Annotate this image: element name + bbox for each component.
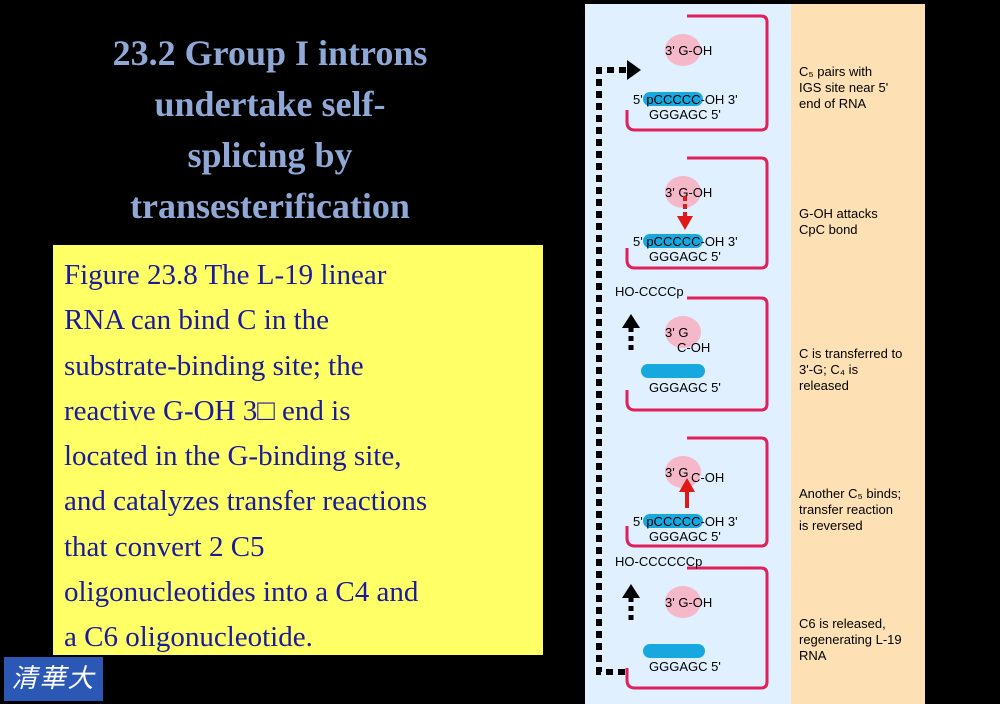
title-line: undertake self- <box>154 84 386 124</box>
step-note-line: released <box>799 378 849 393</box>
caption-line: located in the G-binding site, <box>64 440 402 473</box>
g-site-label: 3' G <box>665 325 688 340</box>
title-line: 23.2 Group I introns <box>112 33 428 73</box>
rna-loop <box>625 436 769 548</box>
substrate-bar <box>643 92 703 106</box>
university-logo: 清華大學 <box>4 657 103 701</box>
caption-line: and catalyzes transfer reactions <box>64 485 428 518</box>
step-note-line: C₅ pairs with <box>799 64 872 79</box>
substrate-bar <box>643 644 705 658</box>
step-note-line: G-OH attacks <box>799 206 878 221</box>
caption-line: reactive G-OH 3□ end is <box>64 394 351 427</box>
g-site-label: 3' G-OH <box>665 43 712 58</box>
caption-line: RNA can bind C in the <box>64 304 330 337</box>
attack-arrowhead <box>677 216 693 230</box>
step-note-line: C is transferred to <box>799 346 902 361</box>
substrate-bar <box>641 364 705 378</box>
g-site-label: 3' G-OH <box>665 185 712 200</box>
igs-label: GGGAGC 5' <box>649 380 721 395</box>
caption-line: Figure 23.8 The L-19 linear <box>64 259 387 291</box>
cycle-arrowhead <box>627 60 641 80</box>
released-oligo-label: HO-CCCCCCp <box>615 554 702 569</box>
g-binding-site <box>665 456 701 488</box>
release-arrowhead <box>622 584 640 598</box>
figure-caption: Figure 23.8 The L-19 linear RNA can bind… <box>53 245 543 655</box>
igs-label: GGGAGC 5' <box>649 659 721 674</box>
diagram-steps: 3' G-OH5' pCCCCC-OH 3'GGGAGC 5'C₅ pairs … <box>615 14 902 690</box>
cycle-dashed-arrow <box>596 67 629 675</box>
reverse-arrowhead <box>679 478 695 492</box>
caption-line: substrate-binding site; the <box>64 349 364 382</box>
igs-label: GGGAGC 5' <box>649 529 721 544</box>
slide-title: 23.2 Group I introns undertake self- spl… <box>40 28 500 232</box>
extra-label: C-OH <box>691 470 724 485</box>
step-note-line: 3'-G; C₄ is <box>799 362 859 377</box>
strand-label: C-OH <box>677 340 710 355</box>
substrate-bar <box>643 514 703 528</box>
g-site-label: 3' G-OH <box>665 595 712 610</box>
rna-loop <box>625 156 769 270</box>
released-oligo-label: HO-CCCCp <box>615 284 684 299</box>
notes-background <box>791 4 925 704</box>
release-arrowhead <box>622 314 640 328</box>
self-splicing-diagram: 3' G-OH5' pCCCCC-OH 3'GGGAGC 5'C₅ pairs … <box>585 4 925 704</box>
step-note-line: Another C₅ binds; <box>799 486 901 501</box>
rna-loop <box>625 296 769 412</box>
strand-label: 5' pCCCCC-OH 3' <box>633 92 738 107</box>
title-line: transesterification <box>130 186 410 226</box>
g-binding-site <box>665 316 701 348</box>
title-line: splicing by <box>187 135 353 175</box>
step-note-line: transfer reaction <box>799 502 893 517</box>
step-note-line: IGS site near 5' <box>799 80 888 95</box>
g-binding-site <box>665 176 701 208</box>
step-note-line: C6 is released, <box>799 616 886 631</box>
rna-loop <box>625 14 769 132</box>
step-note-line: CpC bond <box>799 222 858 237</box>
strand-label: 5' pCCCCC-OH 3' <box>633 514 738 529</box>
caption-line: that convert 2 C5 <box>64 530 265 563</box>
g-binding-site <box>665 586 701 618</box>
step-note-line: regenerating L-19 <box>799 632 902 647</box>
caption-line: oligonucleotides into a C4 and <box>64 576 419 609</box>
step-note-line: end of RNA <box>799 96 867 111</box>
step-note-line: is reversed <box>799 518 863 533</box>
step-note-line: RNA <box>799 648 827 663</box>
igs-label: GGGAGC 5' <box>649 249 721 264</box>
caption-line: a C6 oligonucleotide. <box>64 621 313 654</box>
strand-label: 5' pCCCCC-OH 3' <box>633 234 738 249</box>
substrate-bar <box>643 234 703 248</box>
g-site-label: 3' G <box>665 465 688 480</box>
g-binding-site <box>665 34 701 66</box>
igs-label: GGGAGC 5' <box>649 107 721 122</box>
rna-loop <box>625 566 769 690</box>
